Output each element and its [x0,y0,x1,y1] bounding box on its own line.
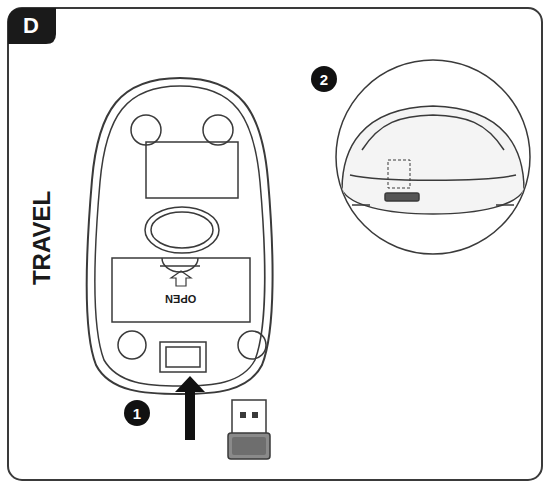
storage-slot [385,193,419,201]
usb-hole [252,412,258,418]
rear-base-line [350,175,516,180]
mouse-rear-view [342,106,524,214]
mouse-underside [87,78,273,394]
callout-number: 1 [133,406,141,421]
section-heading: TRAVEL [30,191,54,285]
open-arrow [171,271,191,286]
label-plate [146,142,238,198]
dongle-slot-inner [166,347,200,367]
foot [118,331,146,359]
receiver-body [228,433,270,459]
section-letter: D [23,15,39,37]
insert-arrow [175,376,205,440]
mouse-rear-outline [342,106,524,214]
rear-shell-line [362,115,504,150]
callout-number: 2 [320,72,328,87]
usb-receiver [228,400,270,459]
foot [238,331,266,359]
stored-receiver [388,160,410,188]
zoom-circle [336,60,530,254]
door-marking: OPEN [165,293,196,304]
dongle-slot [160,342,206,372]
battery-notch [162,258,198,272]
battery-door [112,258,250,322]
switch-oval [145,207,219,253]
foot-edge [496,204,514,206]
frame [8,8,542,480]
callout-badge [311,66,337,92]
foot [131,115,161,145]
usb-plug [232,400,266,434]
callout-badge [124,400,150,426]
mouse-outline [87,78,273,394]
switch-oval-inner [151,212,213,248]
foot [203,115,233,145]
section-tab [8,8,56,44]
foot-edge [352,204,370,206]
usb-hole [240,412,246,418]
receiver-grip [232,437,266,455]
door-slot [160,265,200,267]
